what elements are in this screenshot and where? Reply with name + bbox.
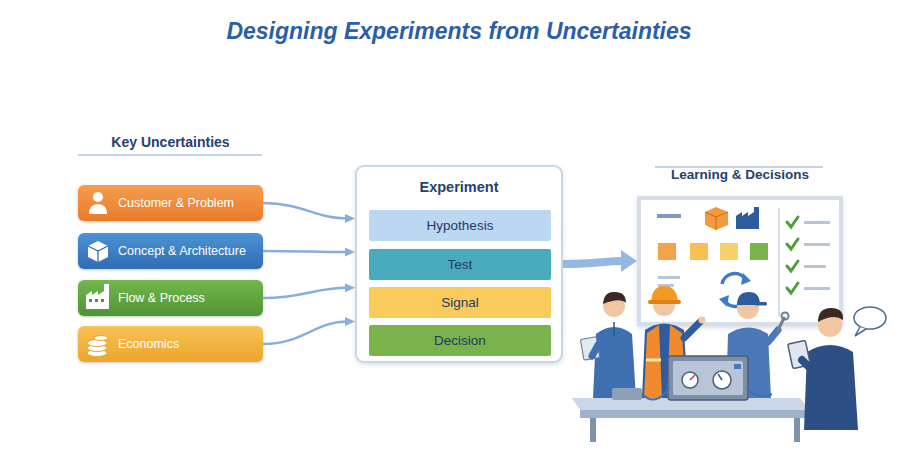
connector-line	[263, 288, 347, 298]
whiteboard: Learning & Decisions	[637, 196, 843, 326]
node-label: Customer & Problem	[118, 196, 234, 210]
arrow-head	[345, 248, 355, 257]
node-label: Economics	[118, 337, 179, 351]
input-arrow	[263, 317, 355, 344]
uncertainty-box: Economics	[78, 326, 263, 362]
arrow-head	[345, 283, 355, 292]
work-desk	[572, 356, 810, 442]
presenter-figure	[788, 308, 858, 430]
node-label: Signal	[441, 295, 479, 310]
connector-line	[563, 261, 624, 264]
node-label: Learning & Decisions	[631, 167, 849, 182]
connector-line	[263, 321, 347, 344]
step-band: Test	[369, 249, 551, 280]
node-label: Concept & Architecture	[118, 244, 246, 258]
input-arrow	[263, 283, 355, 298]
uncertainty-box: Flow & Process	[78, 280, 263, 316]
connector-line	[263, 203, 347, 218]
input-arrow	[263, 248, 355, 257]
node-label: Test	[448, 257, 473, 272]
arrow-head	[345, 317, 355, 326]
person-figure	[580, 292, 636, 398]
step-band: Hypothesis	[369, 210, 551, 241]
connector-line	[263, 251, 347, 252]
step-band: Signal	[369, 287, 551, 318]
node-label: Flow & Process	[118, 291, 205, 305]
flow-arrow	[563, 250, 637, 272]
node-label: Hypothesis	[427, 218, 494, 233]
arrow-head	[345, 214, 355, 223]
input-arrow	[263, 203, 355, 223]
uncertainty-box: Customer & Problem	[78, 185, 263, 221]
arrow-head	[621, 250, 637, 272]
speech-bubble	[854, 307, 886, 336]
experiment-panel: ExperimentHypothesisTestSignalDecision	[355, 165, 563, 363]
diagram-title: Designing Experiments from Uncertainties	[0, 18, 918, 45]
uncertainty-box: Concept & Architecture	[78, 233, 263, 269]
node-label: Decision	[434, 333, 486, 348]
section-heading: Key Uncertainties	[78, 134, 263, 150]
step-band: Decision	[369, 325, 551, 356]
node-label: Experiment	[357, 179, 561, 195]
